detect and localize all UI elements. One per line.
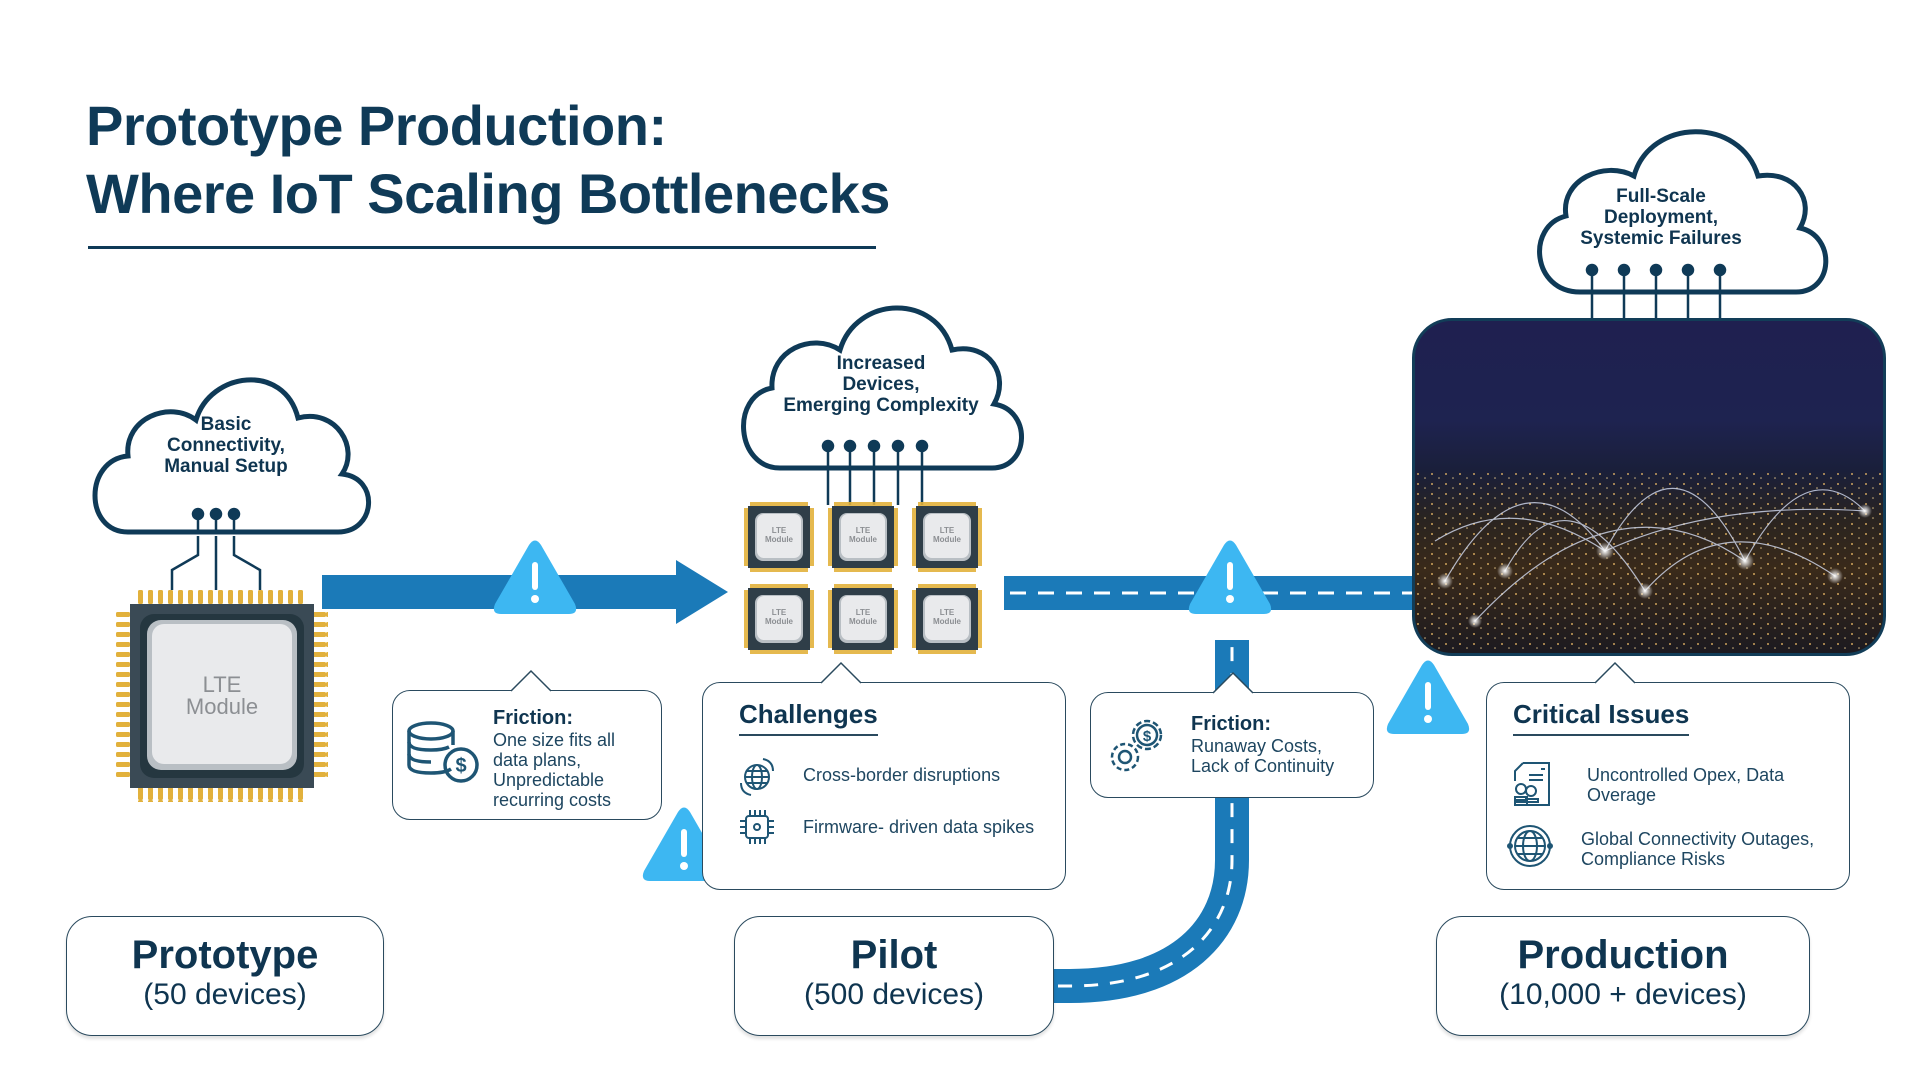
invoice-coins-icon [1514, 762, 1550, 806]
critical-item-line: Overage [1587, 785, 1657, 805]
network-arcs [1415, 469, 1883, 653]
gears-dollar-icon: $ [1110, 719, 1163, 772]
friction-line: Unpredictable [493, 770, 605, 790]
cloud-text-prototype: Basic Connectivity, Manual Setup [140, 414, 312, 477]
stage-device-count: (10,000 + devices) [1499, 978, 1747, 1011]
challenge-item-text: Cross-border disruptions [803, 765, 1001, 785]
critical-item-line: Uncontrolled Opex, Data [1587, 765, 1785, 785]
stage-name: Production [1517, 933, 1729, 977]
road-pilot-to-production [1004, 576, 1416, 610]
cloud-line: Manual Setup [164, 456, 288, 477]
svg-text:$: $ [1143, 728, 1152, 745]
friction-2-text: Friction: Runaway Costs, Lack of Continu… [1191, 713, 1334, 776]
cloud-line: Systemic Failures [1580, 228, 1742, 249]
callout-pointer [1212, 671, 1254, 694]
friction-heading: Friction: [1191, 713, 1271, 735]
title-line-1: Prototype Production: [86, 94, 667, 157]
cloud-text-production: Full-Scale Deployment, Systemic Failures [1566, 186, 1756, 249]
critical-item-text: Global Connectivity Outages, Compliance … [1581, 829, 1814, 869]
cloud-line: Deployment, [1603, 207, 1719, 228]
callout-pointer [510, 669, 552, 692]
stage-prototype: Prototype (50 devices) [66, 916, 384, 1036]
critical-item-line: Global Connectivity Outages, [1581, 829, 1815, 849]
challenges-title: Challenges [739, 699, 878, 736]
callout-pointer [1594, 661, 1636, 684]
cloud-line: Devices, [842, 374, 920, 395]
title-line-2: Where IoT Scaling Bottlenecks [86, 162, 890, 225]
night-city-network-photo [1412, 318, 1886, 656]
friction-1-text: Friction: One size fits all data plans, … [493, 707, 615, 810]
callout-pointer [820, 661, 862, 684]
stage-name: Pilot [850, 933, 938, 977]
cloud-line: Connectivity, [167, 435, 285, 456]
stage-device-count: (50 devices) [143, 978, 307, 1011]
title-underline [88, 246, 876, 249]
road-curve [1052, 640, 1249, 1003]
friction-line: One size fits all [493, 730, 616, 750]
stage-device-count: (500 devices) [803, 978, 985, 1011]
critical-issues-title: Critical Issues [1513, 699, 1690, 736]
cloud-line: Full-Scale [1616, 186, 1706, 207]
critical-item-line: Compliance Risks [1581, 849, 1726, 869]
flow-arrow-1 [322, 560, 728, 624]
stage-production: Production (10,000 + devices) [1436, 916, 1810, 1036]
chip-pins [116, 590, 328, 802]
cloud-text-pilot: Increased Devices, Emerging Complexity [770, 353, 992, 416]
cloud-prototype [92, 377, 371, 590]
chip-icon [740, 810, 774, 844]
critical-issues-callout: Critical Issues Uncontrolled Opex, Data … [1486, 661, 1850, 890]
cloud-line: Increased [836, 353, 926, 374]
friction-callout-1: $ Friction: One size fits all data plans… [392, 669, 662, 820]
cloud-line: Emerging Complexity [783, 395, 979, 416]
friction-line: Lack of Continuity [1191, 756, 1335, 776]
stage-name: Prototype [131, 933, 319, 977]
chip-label-line: Module [185, 694, 259, 719]
cloud-pilot [741, 305, 1024, 505]
friction-heading: Friction: [493, 707, 573, 729]
critical-item-text: Uncontrolled Opex, Data Overage [1587, 765, 1784, 805]
coins-dollar-icon: $ [407, 721, 479, 783]
stage-pilot: Pilot (500 devices) [734, 916, 1054, 1036]
friction-line: recurring costs [493, 790, 612, 810]
cloud-production [1537, 129, 1829, 322]
globe-exchange-icon [740, 758, 774, 796]
globe-network-icon [1507, 825, 1553, 867]
friction-line: data plans, [493, 750, 582, 770]
page-title: Prototype Production: Where IoT Scaling … [86, 92, 890, 228]
friction-callout-2: $ Friction: Runaway Costs, Lack of Conti… [1090, 671, 1374, 798]
challenges-callout: Challenges Cross-border disruptions Firm… [702, 661, 1066, 890]
cloud-line: Basic [200, 414, 252, 435]
svg-text:$: $ [455, 755, 466, 777]
chip-label: LTE Module [116, 674, 328, 718]
challenge-item-text: Firmware- driven data spikes [803, 817, 1035, 837]
friction-line: Runaway Costs, [1191, 736, 1323, 756]
chip-label-line: LTE [202, 672, 242, 697]
lte-module-chip: LTE Module [116, 590, 328, 802]
